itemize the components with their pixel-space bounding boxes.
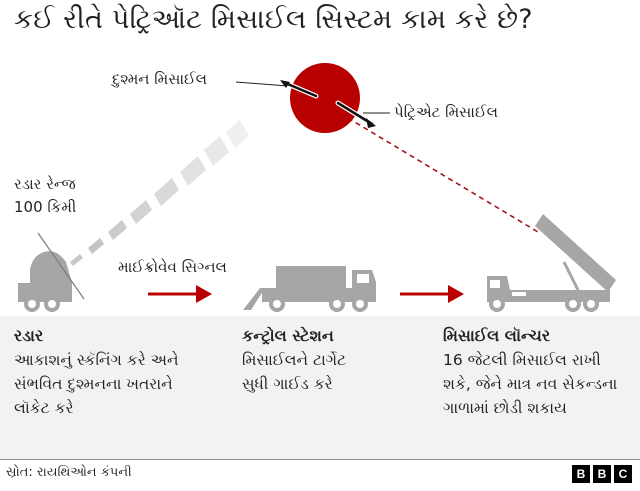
source-credit: સ્રોત: રાયથિઓન કંપની: [6, 465, 132, 480]
control-station-description: કન્ટ્રોલ સ્ટેશન મિસાઈલને ટાર્ગેટ સુધી ગા…: [242, 326, 346, 396]
divider: [0, 459, 640, 460]
launcher-description: મિસાઈલ લૉન્ચર 16 જેટલી મિસાઈલ રાખી શકે, …: [443, 326, 617, 420]
radar-range-label-line1: રડાર રેન્જ: [14, 175, 76, 193]
radar-heading: રડાર: [14, 326, 44, 345]
patriot-missile-label: પેટ્રિએટ મિસાઈલ: [394, 103, 498, 121]
enemy-missile-label: દુશ્મન મિસાઈલ: [112, 70, 207, 88]
arrow-right-icon: [400, 285, 464, 303]
control-station-heading: કન્ટ્રોલ સ્ટેશન: [242, 326, 334, 345]
intercept-target: [290, 63, 360, 133]
radar-range-label-line2: 100 કિમી: [14, 198, 77, 216]
diagram-illustration: [18, 63, 616, 312]
bbc-logo-letter: C: [614, 465, 632, 483]
radar-icon: [18, 232, 85, 312]
bbc-logo: B B C: [572, 465, 632, 483]
missile-trajectory: [347, 117, 539, 233]
page-title: કઈ રીતે પેટ્રિઑટ મિસાઈલ સિસ્ટમ કામ કરે છ…: [14, 4, 533, 35]
radar-line: આકાશનું સ્કૅનિંગ કરે અને: [14, 351, 179, 369]
enemy-missile-icon: [235, 79, 319, 99]
bbc-logo-letter: B: [572, 465, 590, 483]
control-station-truck-icon: [243, 266, 376, 312]
microwave-signal-label: માઈક્રોવેવ સિગ્નલ: [118, 258, 227, 276]
radar-beam: [70, 120, 249, 266]
launcher-line: 16 જેટલી મિસાઈલ રાખી: [443, 351, 601, 369]
patriot-missile-icon: [335, 100, 390, 128]
bbc-logo-letter: B: [593, 465, 611, 483]
radar-line: સંભવિત દુશ્મનના ખતરાને: [14, 375, 173, 393]
radar-line: લૉકેટ કરે: [14, 399, 74, 417]
launcher-line: શકે, જેને માત્ર નવ સેકન્ડના: [443, 375, 618, 393]
control-station-line: સુધી ગાઈડ કરે: [242, 375, 333, 393]
launcher-line: ગાળામાં છોડી શકાય: [443, 399, 567, 417]
info-panel: [0, 316, 640, 459]
missile-launcher-icon: [487, 214, 616, 312]
launcher-heading: મિસાઈલ લૉન્ચર: [443, 326, 551, 345]
arrow-right-icon: [148, 285, 212, 303]
control-station-line: મિસાઈલને ટાર્ગેટ: [242, 351, 347, 369]
radar-description: રડાર આકાશનું સ્કૅનિંગ કરે અને સંભવિત દુશ…: [14, 326, 179, 420]
